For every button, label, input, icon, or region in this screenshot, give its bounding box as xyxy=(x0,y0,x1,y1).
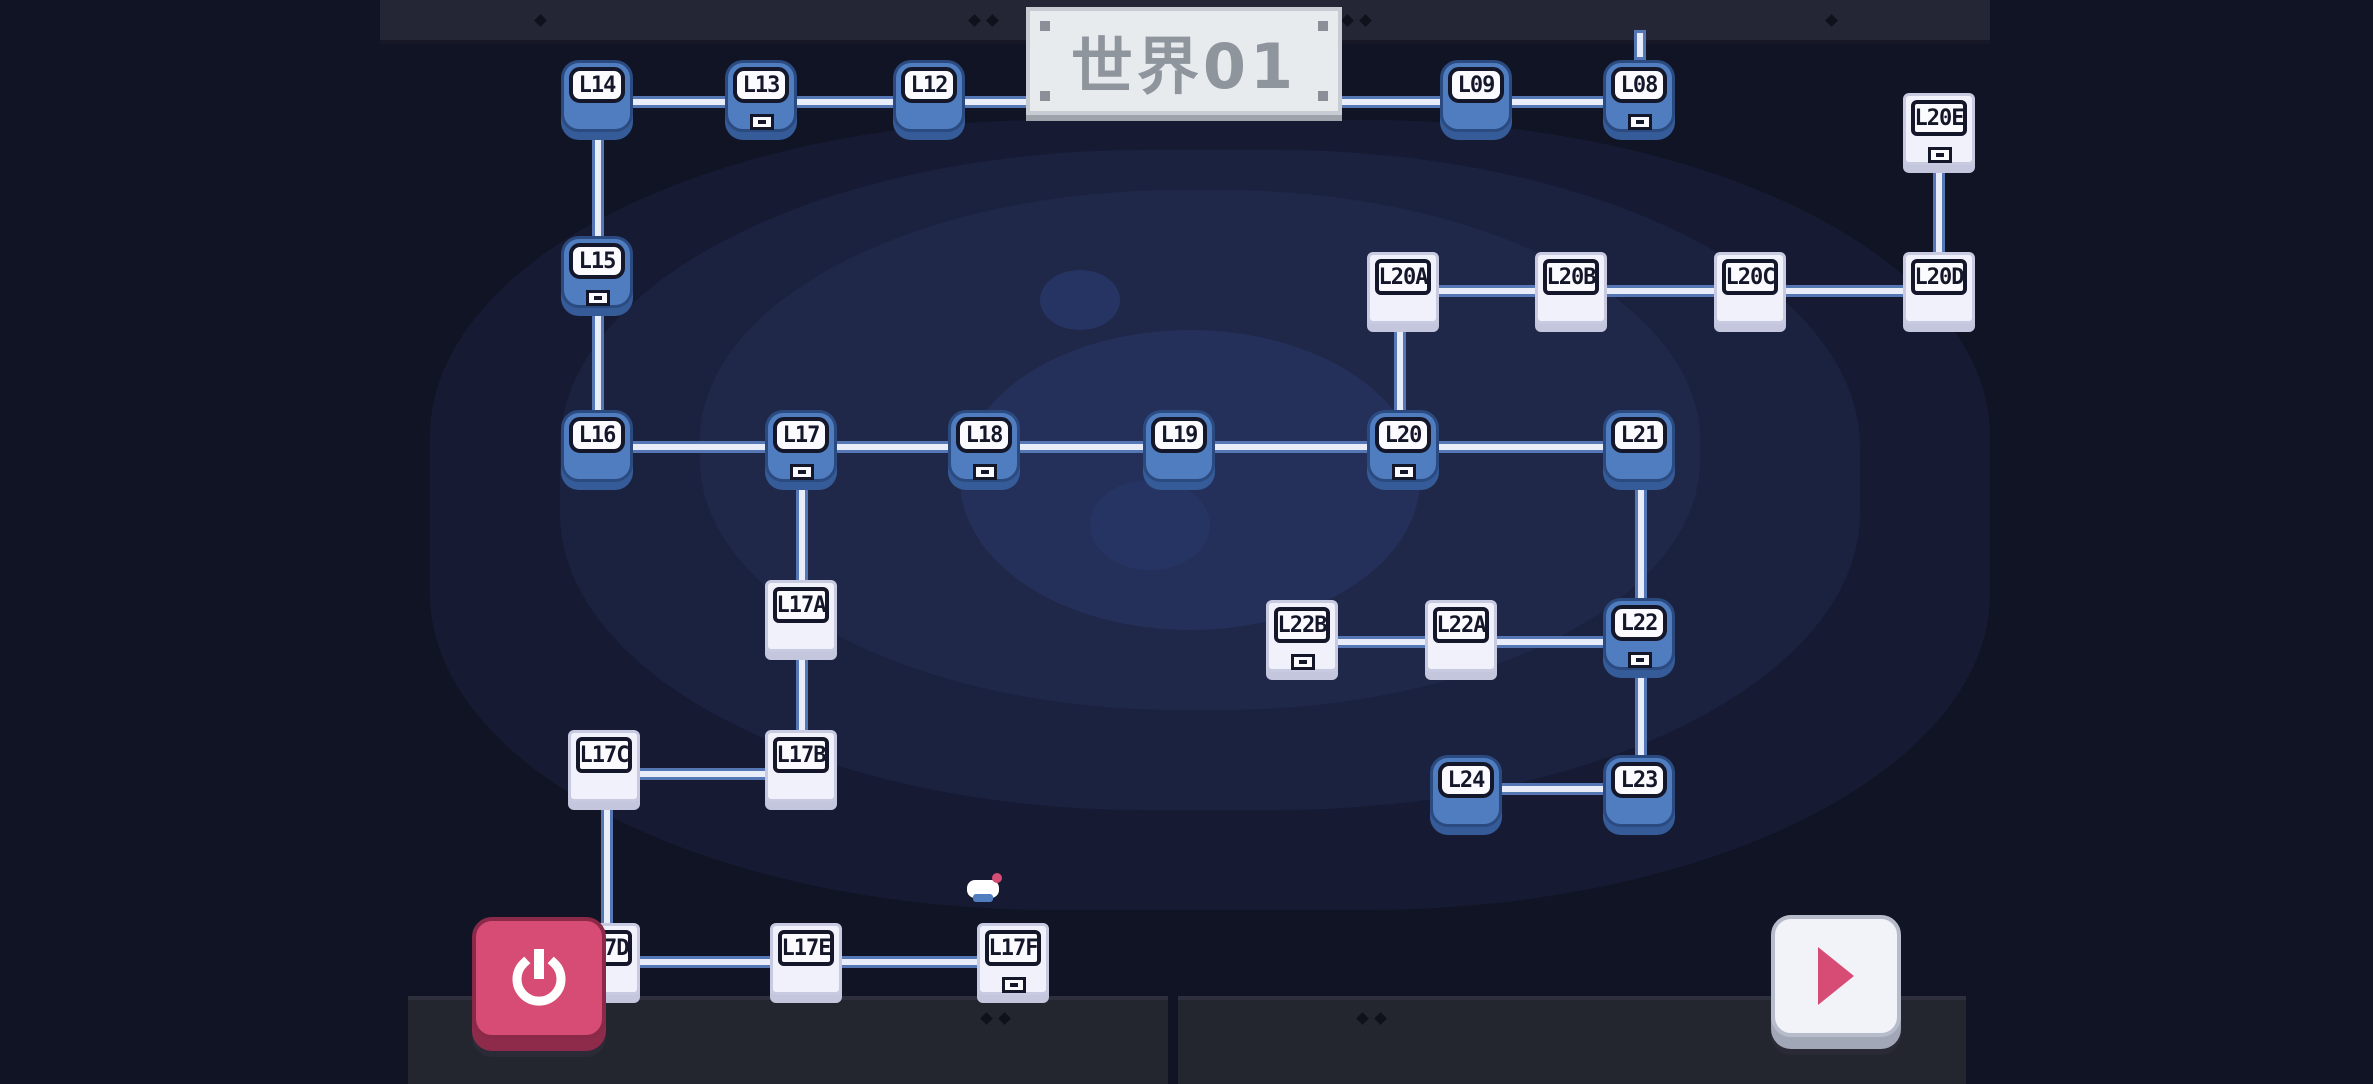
level-label: L17E xyxy=(778,930,834,966)
level-node-l20b[interactable]: L20B xyxy=(1535,252,1607,324)
lock-icon xyxy=(790,464,814,480)
level-node-l20c[interactable]: L20C xyxy=(1714,252,1786,324)
level-label: L17C xyxy=(576,737,632,773)
world-title-sign: 世界01 xyxy=(1026,7,1342,115)
level-node-l17a[interactable]: L17A xyxy=(765,580,837,652)
level-node-l22a[interactable]: L22A xyxy=(1425,600,1497,672)
level-label: L22A xyxy=(1433,607,1489,643)
level-label: L17B xyxy=(773,737,829,773)
level-node-l20d[interactable]: L20D xyxy=(1903,252,1975,324)
level-label: L20B xyxy=(1543,259,1599,295)
play-button[interactable] xyxy=(1771,915,1901,1037)
level-node-l18[interactable]: L18 xyxy=(948,410,1020,482)
level-node-l24[interactable]: L24 xyxy=(1430,755,1502,827)
lock-icon xyxy=(586,290,610,306)
level-label: L08 xyxy=(1611,67,1667,103)
lock-icon xyxy=(1928,147,1952,163)
level-label: L17F xyxy=(985,930,1041,966)
level-node-l08[interactable]: L08 xyxy=(1603,60,1675,132)
lock-icon xyxy=(1002,977,1026,993)
lock-icon xyxy=(750,114,774,130)
level-label: L19 xyxy=(1151,417,1207,453)
level-node-l16[interactable]: L16 xyxy=(561,410,633,482)
level-node-l17[interactable]: L17 xyxy=(765,410,837,482)
play-icon xyxy=(1818,947,1854,1005)
player-character xyxy=(967,873,1002,902)
lock-icon xyxy=(973,464,997,480)
level-label: L09 xyxy=(1448,67,1504,103)
level-node-l20[interactable]: L20 xyxy=(1367,410,1439,482)
lock-icon xyxy=(1392,464,1416,480)
level-label: L15 xyxy=(569,243,625,279)
level-label: L12 xyxy=(901,67,957,103)
level-node-l22[interactable]: L22 xyxy=(1603,598,1675,670)
level-node-l19[interactable]: L19 xyxy=(1143,410,1215,482)
level-node-l17b[interactable]: L17B xyxy=(765,730,837,802)
level-label: L16 xyxy=(569,417,625,453)
level-node-l22b[interactable]: L22B xyxy=(1266,600,1338,672)
level-label: L23 xyxy=(1611,762,1667,798)
level-label: L14 xyxy=(569,67,625,103)
level-label: L20D xyxy=(1911,259,1967,295)
level-node-l14[interactable]: L14 xyxy=(561,60,633,132)
power-button[interactable] xyxy=(472,917,606,1039)
level-label: L20A xyxy=(1375,259,1431,295)
lock-icon xyxy=(1291,654,1315,670)
level-label: L22B xyxy=(1274,607,1330,643)
level-label: L20 xyxy=(1375,417,1431,453)
level-node-l20a[interactable]: L20A xyxy=(1367,252,1439,324)
level-node-l17e[interactable]: L17E xyxy=(770,923,842,995)
level-node-l21[interactable]: L21 xyxy=(1603,410,1675,482)
level-node-l17f[interactable]: L17F xyxy=(977,923,1049,995)
power-icon xyxy=(512,949,566,1006)
level-label: L17A xyxy=(773,587,829,623)
lock-icon xyxy=(1628,652,1652,668)
level-node-l17c[interactable]: L17C xyxy=(568,730,640,802)
level-node-l12[interactable]: L12 xyxy=(893,60,965,132)
level-node-l13[interactable]: L13 xyxy=(725,60,797,132)
world-title: 世界01 xyxy=(1070,30,1298,103)
level-label: L20C xyxy=(1722,259,1778,295)
level-label: L21 xyxy=(1611,417,1667,453)
level-label: L24 xyxy=(1438,762,1494,798)
level-label: L20E xyxy=(1911,100,1967,136)
level-label: L22 xyxy=(1611,605,1667,641)
lock-icon xyxy=(1628,114,1652,130)
level-label: L17 xyxy=(773,417,829,453)
level-node-l20e[interactable]: L20E xyxy=(1903,93,1975,165)
level-node-l15[interactable]: L15 xyxy=(561,236,633,308)
level-label: L18 xyxy=(956,417,1012,453)
level-label: L13 xyxy=(733,67,789,103)
level-node-l09[interactable]: L09 xyxy=(1440,60,1512,132)
level-node-l23[interactable]: L23 xyxy=(1603,755,1675,827)
